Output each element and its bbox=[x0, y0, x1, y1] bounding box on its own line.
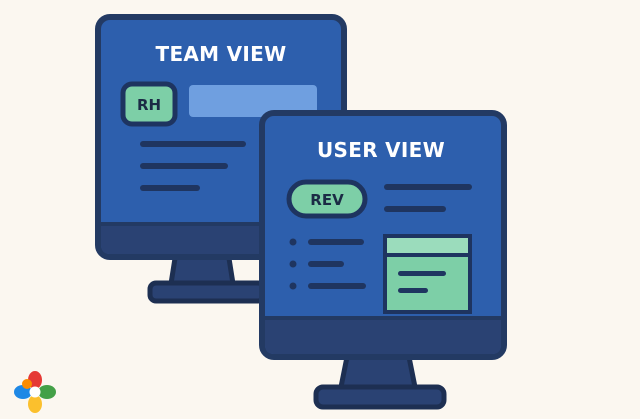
user-view-monitor: USER VIEW REV bbox=[259, 110, 507, 410]
colorful-flower-logo-icon bbox=[14, 371, 56, 413]
rev-badge-label: REV bbox=[310, 191, 344, 209]
bullet-dot-2 bbox=[289, 260, 297, 268]
team-text-line-3 bbox=[140, 185, 200, 191]
rh-badge bbox=[120, 81, 178, 127]
bullet-dot-3 bbox=[289, 282, 297, 290]
team-text-line-1 bbox=[140, 141, 246, 147]
user-monitor-bezel bbox=[265, 318, 501, 354]
user-text-line-1 bbox=[384, 184, 472, 190]
team-text-line-2 bbox=[140, 163, 228, 169]
user-text-line-2 bbox=[384, 206, 446, 212]
panel-text-line-2 bbox=[398, 288, 428, 293]
rh-badge-label: RH bbox=[137, 96, 161, 114]
team-monitor-base bbox=[147, 280, 267, 304]
panel-text-line-1 bbox=[398, 271, 446, 276]
rev-badge bbox=[286, 179, 368, 219]
bullet-line-3 bbox=[308, 283, 366, 289]
team-view-title: TEAM VIEW bbox=[156, 42, 287, 66]
bullet-line-1 bbox=[308, 239, 364, 245]
bullet-dot-1 bbox=[289, 238, 297, 246]
bullet-line-2 bbox=[308, 261, 344, 267]
user-view-title: USER VIEW bbox=[317, 138, 445, 162]
user-monitor-base bbox=[313, 384, 447, 410]
detail-panel-header bbox=[383, 234, 472, 257]
team-input-bar bbox=[189, 85, 317, 117]
